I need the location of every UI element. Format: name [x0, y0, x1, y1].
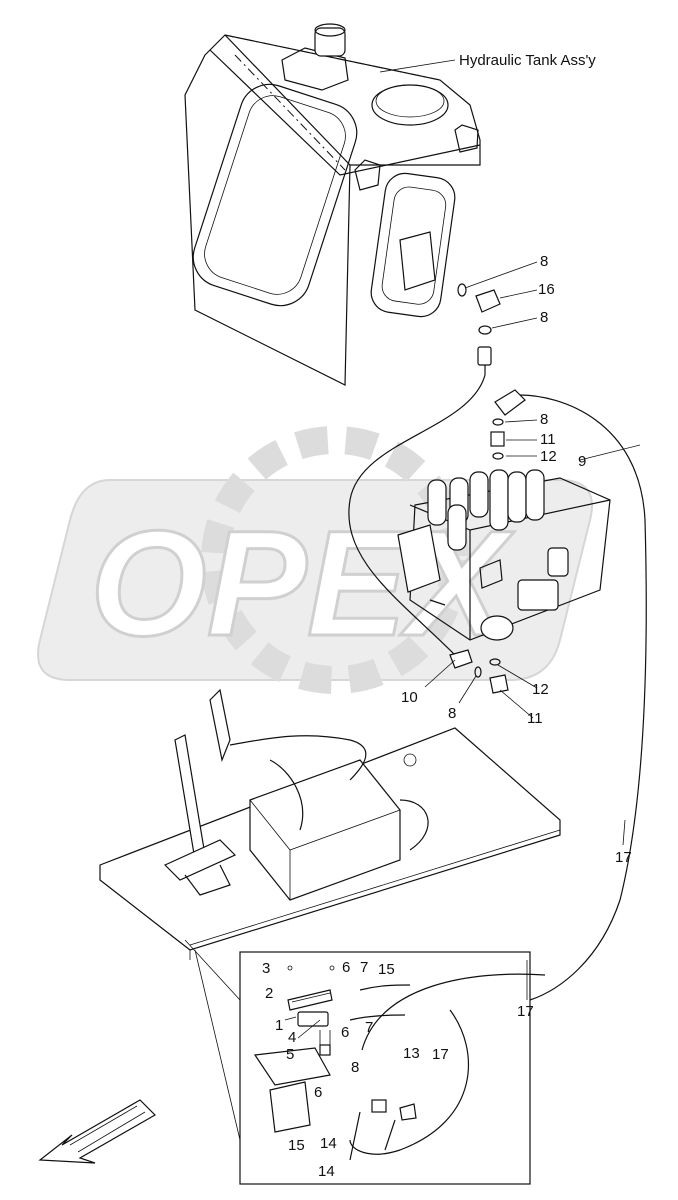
label-10: 10	[401, 689, 418, 706]
label-17-a: 17	[615, 849, 632, 866]
hoses	[348, 374, 647, 1155]
watermark-gear	[201, 426, 469, 694]
label-11-a: 11	[540, 431, 556, 448]
label-12-a: 12	[540, 448, 557, 465]
label-17-c: 17	[432, 1046, 449, 1063]
label-6-c: 6	[314, 1084, 322, 1101]
label-14-b: 14	[318, 1163, 335, 1180]
inset-detail	[239, 951, 531, 1185]
label-12-b: 12	[532, 681, 549, 698]
valve-fittings	[449, 418, 509, 694]
label-14-a: 14	[320, 1135, 337, 1152]
leader-lines	[284, 59, 641, 1045]
part-labels: Hydraulic Tank Ass'y 8 16 8 8 11 12 9 10…	[262, 52, 632, 1180]
label-8-e: 8	[351, 1059, 359, 1076]
title-label: Hydraulic Tank Ass'y	[459, 52, 596, 69]
control-valve	[397, 469, 611, 641]
label-7-b: 7	[365, 1019, 373, 1036]
label-5: 5	[286, 1046, 294, 1063]
watermark-text: OPEX	[90, 499, 515, 667]
label-15-b: 15	[288, 1137, 305, 1154]
label-17-b: 17	[517, 1003, 534, 1020]
label-9: 9	[578, 453, 586, 470]
direction-arrow	[38, 1099, 156, 1164]
label-15-a: 15	[378, 961, 395, 978]
label-3: 3	[262, 960, 270, 977]
label-16: 16	[538, 281, 555, 298]
label-8-a: 8	[540, 253, 548, 270]
label-1: 1	[275, 1017, 283, 1034]
label-7-a: 7	[360, 959, 368, 976]
floor-platform	[99, 688, 561, 960]
label-4: 4	[288, 1029, 296, 1046]
label-6-a: 6	[342, 959, 350, 976]
callout-leader	[184, 939, 241, 1141]
label-13: 13	[403, 1045, 420, 1062]
tank-fittings	[457, 283, 501, 375]
label-11-b: 11	[527, 710, 543, 727]
label-8-b: 8	[540, 309, 548, 326]
label-2: 2	[265, 985, 273, 1002]
label-8-c: 8	[540, 411, 548, 428]
label-6-b: 6	[341, 1024, 349, 1041]
hydraulic-tank	[184, 23, 481, 386]
label-8-d: 8	[448, 705, 456, 722]
